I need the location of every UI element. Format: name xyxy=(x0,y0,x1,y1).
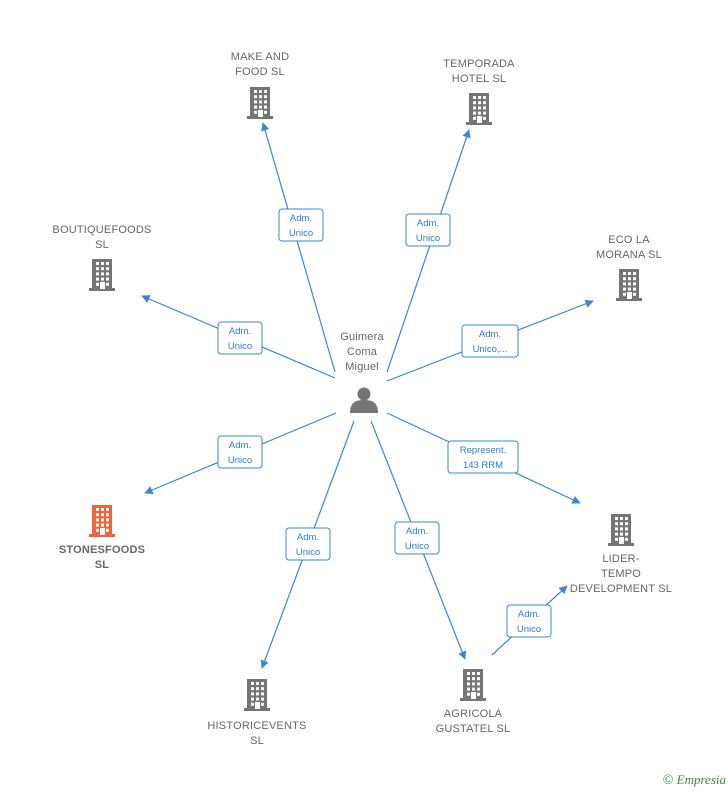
company-name-line: SL xyxy=(95,239,109,251)
edge-label[interactable]: Adm. Unico xyxy=(394,521,440,555)
company-name-line: SL xyxy=(250,735,264,747)
edge-label[interactable]: Adm. Unico xyxy=(506,604,552,638)
edge-label-text: Unico xyxy=(296,547,320,558)
edge-label-text: Unico xyxy=(416,233,440,244)
company-name-line: DEVELOPMENT SL xyxy=(570,583,672,595)
edge-label-text: Unico xyxy=(405,541,429,552)
edge-label-text: Represent. xyxy=(460,445,506,456)
company-node-historicevents[interactable]: HISTORICEVENTS SL xyxy=(207,679,306,747)
person-name-line: Guimera xyxy=(340,331,384,343)
edge-label-box xyxy=(461,324,519,358)
company-name-line: TEMPORADA xyxy=(443,58,515,70)
building-icon xyxy=(244,679,270,711)
company-node-stonesfoods[interactable]: STONESFOODS SL xyxy=(59,505,145,571)
copyright-symbol: © xyxy=(662,773,674,788)
company-node-temporada-hotel[interactable]: TEMPORADA HOTEL SL xyxy=(443,58,515,125)
edge-label[interactable]: Adm. Unico xyxy=(285,527,331,561)
company-name-line: TEMPO xyxy=(601,568,641,580)
edge-label-text: Adm. xyxy=(518,609,540,620)
edge-label-text: Unico xyxy=(228,341,252,352)
edge-label-box xyxy=(217,435,263,469)
brand-logo: © Empresia xyxy=(663,772,726,789)
edge-label-box xyxy=(394,521,440,555)
building-icon xyxy=(247,87,273,119)
edge-label-text: Adm. xyxy=(229,440,251,451)
company-name-line: HISTORICEVENTS xyxy=(207,720,306,732)
edge-label[interactable]: Adm. Unico xyxy=(217,321,263,355)
edge-label[interactable]: Adm. Unico xyxy=(217,435,263,469)
building-icon xyxy=(460,669,486,701)
edge-label[interactable]: Adm. Unico xyxy=(405,213,451,247)
edge-label-text: Unico xyxy=(289,228,313,239)
person-name-line: Miguel xyxy=(345,361,379,373)
edges-layer: Adm.UnicoAdm.UnicoAdm.UnicoAdm.Unico,...… xyxy=(141,122,594,669)
building-icon xyxy=(616,269,642,301)
edge-label[interactable]: Adm. Unico,... xyxy=(461,324,519,358)
edge-label[interactable]: Adm. Unico xyxy=(278,208,324,242)
edge-person-temporada-hotel: Adm. Unico xyxy=(386,129,471,373)
company-name-line: SL xyxy=(95,559,110,571)
brand-name: Empresia xyxy=(676,772,726,787)
edge-label-box xyxy=(285,527,331,561)
company-node-lider-tempo[interactable]: LIDER- TEMPO DEVELOPMENT SL xyxy=(570,514,672,595)
edge-label-box xyxy=(405,213,451,247)
edge-label-box xyxy=(447,440,519,474)
company-name-line: BOUTIQUEFOODS xyxy=(52,224,151,236)
company-node-boutiquefoods[interactable]: BOUTIQUEFOODS SL xyxy=(52,224,151,291)
company-name-line: STONESFOODS xyxy=(59,544,145,556)
building-icon xyxy=(89,505,115,537)
edge-label-text: Adm. xyxy=(479,329,501,340)
edge-label-text: Unico,... xyxy=(473,344,508,355)
edge-label-text: Adm. xyxy=(297,532,319,543)
company-node-agricola-gustatel[interactable]: AGRICOLA GUSTATEL SL xyxy=(436,669,511,735)
edge-label-box xyxy=(506,604,552,638)
company-name-line: ECO LA xyxy=(608,234,650,246)
edge-person-historicevents: Adm. Unico xyxy=(260,420,355,669)
edge-label[interactable]: Represent. 143 RRM xyxy=(447,440,519,474)
edge-label-box xyxy=(278,208,324,242)
edge-person-eco-la-morana: Adm. Unico,... xyxy=(386,299,594,382)
company-name-line: HOTEL SL xyxy=(452,73,506,85)
company-node-make-and-food[interactable]: MAKE AND FOOD SL xyxy=(231,51,289,119)
person-name-line: Coma xyxy=(347,346,378,358)
edge-label-text: Adm. xyxy=(290,213,312,224)
edge-person-stonesfoods: Adm. Unico xyxy=(144,412,337,494)
edge-label-text: Unico xyxy=(517,624,541,635)
building-icon xyxy=(608,514,634,546)
edge-agricola-gustatel-lider-tempo: Adm. Unico xyxy=(491,585,568,656)
edge-person-agricola-gustatel: Adm. Unico xyxy=(370,420,467,660)
building-icon xyxy=(466,93,492,125)
company-name-line: LIDER- xyxy=(602,553,639,565)
company-name-line: MAKE AND xyxy=(231,51,289,63)
person-icon xyxy=(350,387,378,413)
company-name-line: AGRICOLA xyxy=(444,708,503,720)
edge-line xyxy=(261,122,336,373)
edge-label-box xyxy=(217,321,263,355)
edge-line xyxy=(386,129,471,373)
edge-person-lider-tempo: Represent. 143 RRM xyxy=(386,412,581,504)
edge-label-text: 143 RRM xyxy=(463,460,503,471)
edge-person-boutiquefoods: Adm. Unico xyxy=(141,295,336,379)
company-node-eco-la-morana[interactable]: ECO LA MORANA SL xyxy=(596,234,662,301)
building-icon xyxy=(89,259,115,291)
edge-label-text: Adm. xyxy=(406,526,428,537)
edge-label-text: Adm. xyxy=(417,218,439,229)
edge-label-text: Unico xyxy=(228,455,252,466)
edge-label-text: Adm. xyxy=(229,326,251,337)
company-name-line: MORANA SL xyxy=(596,249,662,261)
company-name-line: FOOD SL xyxy=(235,66,285,78)
edge-person-make-and-food: Adm. Unico xyxy=(261,122,336,373)
company-name-line: GUSTATEL SL xyxy=(436,723,511,735)
